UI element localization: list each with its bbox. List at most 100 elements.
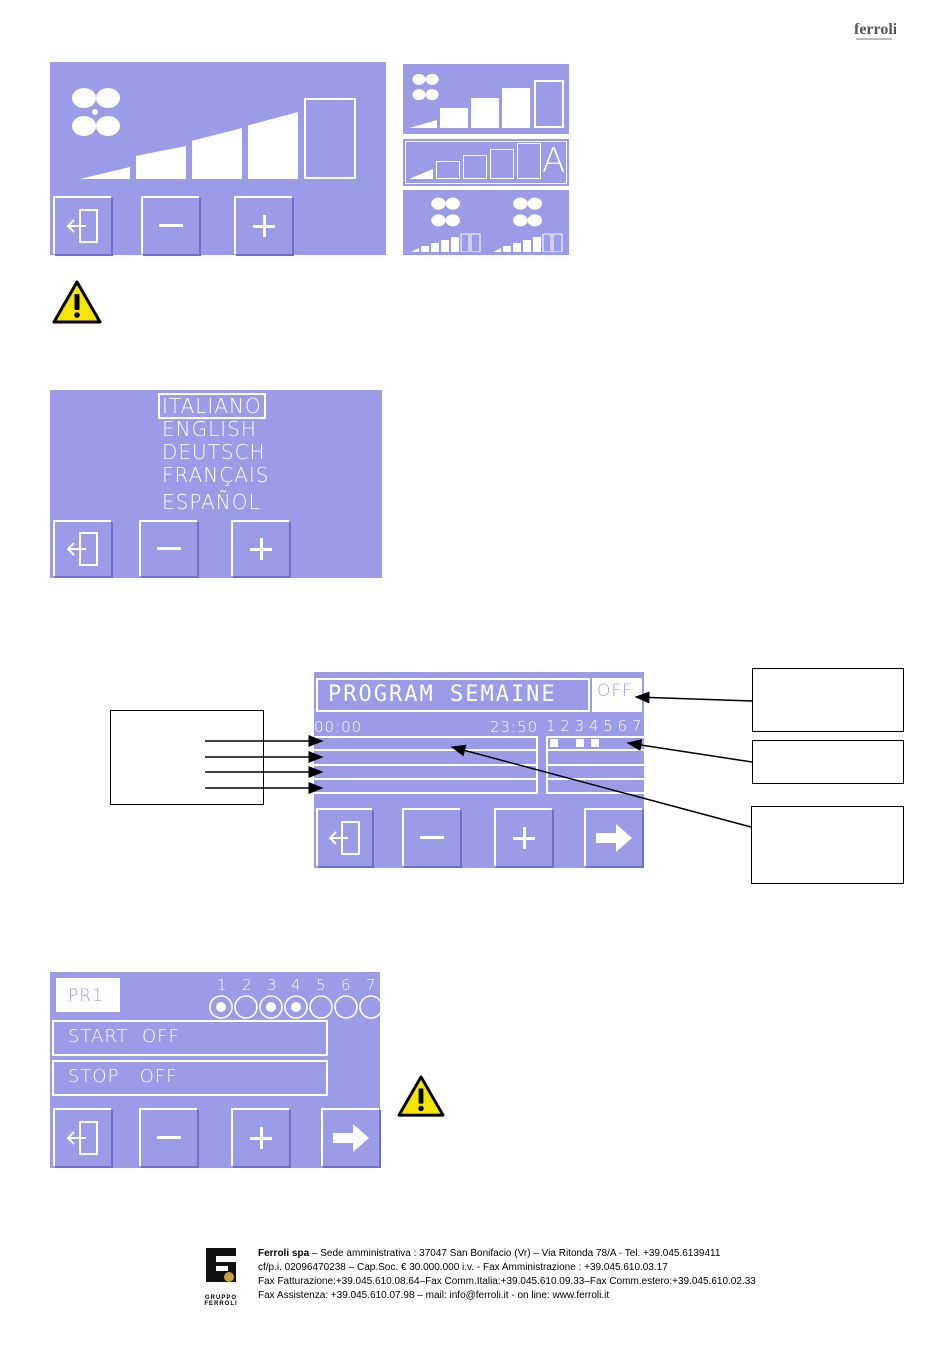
minus-icon (157, 1136, 181, 1139)
minus-button[interactable] (141, 196, 199, 254)
title-frame (316, 678, 590, 712)
minus-button[interactable] (139, 520, 197, 576)
program-status: OFF (597, 681, 633, 701)
language-screen: ITALIANO ENGLISH DEUTSCH FRANÇAIS ESPAÑO… (50, 390, 382, 578)
plus-button[interactable] (231, 520, 289, 576)
day-label-5: 5 (316, 976, 327, 994)
footer-line-2: cf/p.i. 02096470238 – Cap.Soc. € 30.000.… (258, 1262, 668, 1273)
time-start: 00:00 (314, 718, 363, 736)
arrow-right-icon (596, 824, 632, 852)
timeline-row-4 (314, 778, 536, 780)
program-title: PROGRAM SEMAINE (328, 682, 557, 707)
group-label: GRUPPO FERROLI (204, 1295, 238, 1307)
plus-icon (513, 827, 535, 849)
start-label: START OFF (68, 1026, 180, 1047)
plus-button[interactable] (234, 196, 292, 254)
back-button[interactable] (53, 196, 111, 254)
plus-icon (250, 538, 272, 560)
day-label-2: 2 (242, 976, 253, 994)
footer-line-3: Fax Fatturazione:+39.045.610.08.64–Fax C… (258, 1276, 756, 1287)
minus-button[interactable] (402, 808, 460, 866)
speed-level-4 (490, 149, 514, 179)
annotation-arrows (205, 691, 753, 828)
next-button[interactable] (584, 808, 642, 866)
speed-level-1 (409, 169, 433, 179)
day-row-2 (546, 749, 644, 751)
exit-icon (66, 1121, 98, 1155)
warning-icon (397, 1075, 445, 1117)
exit-icon (66, 209, 98, 243)
annotation-box-days (752, 740, 904, 784)
speed-level-3 (471, 98, 499, 128)
fan-speed-screen (50, 62, 386, 255)
weekly-program-screen: PROGRAM SEMAINE OFF 00:00 23:50 1 2 3 4 … (314, 672, 644, 868)
footer-line-4: Fax Assistenza: +39.045.610.07.98 – mail… (258, 1290, 610, 1301)
day-numbers: 1 2 3 4 5 6 7 (546, 717, 642, 735)
svg-text:ferroli: ferroli (854, 21, 896, 38)
speed-level-5 (304, 98, 356, 179)
day-marker-1 (550, 739, 558, 747)
footer-line-1: Ferroli spa – Sede amministrativa : 3704… (258, 1248, 721, 1259)
warning-icon (52, 280, 102, 324)
minus-button[interactable] (139, 1108, 197, 1166)
back-button[interactable] (53, 1108, 111, 1166)
day-label-3: 3 (267, 976, 278, 994)
speed-level-2 (436, 161, 460, 179)
next-button[interactable] (321, 1108, 379, 1166)
day-row-4 (546, 778, 644, 780)
fan-auto-mini-screen: A (403, 139, 569, 186)
gruppo-ferroli-logo: GRUPPO FERROLI (202, 1248, 240, 1307)
speed-level-4 (502, 88, 530, 128)
language-option-francais[interactable]: FRANÇAIS (162, 463, 270, 487)
minus-icon (157, 547, 181, 550)
speed-level-1 (409, 120, 437, 128)
speed-level-2 (440, 108, 468, 128)
fan-dual-mini-screen (403, 190, 569, 255)
ferroli-logo: ferroli (852, 16, 898, 44)
language-option-italiano[interactable]: ITALIANO (158, 393, 266, 419)
language-option-english[interactable]: ENGLISH (162, 417, 257, 441)
time-end: 23:50 (490, 718, 539, 736)
annotation-box-bars (751, 806, 904, 884)
speed-level-5 (534, 80, 564, 128)
timeline-row-2 (314, 749, 536, 751)
fan-icon (412, 73, 439, 101)
day-selector[interactable] (208, 994, 380, 1020)
speed-level-4 (248, 112, 298, 179)
speed-scale-left (411, 233, 481, 252)
day-label-6: 6 (341, 976, 352, 994)
timeline-row-3 (314, 764, 536, 766)
program-id: PR1 (68, 986, 104, 1006)
program-day-screen: PR1 1 2 3 4 5 6 7 START OFF STOP OFF (50, 972, 380, 1168)
plus-icon (253, 215, 275, 237)
plus-button[interactable] (494, 808, 552, 866)
plus-button[interactable] (231, 1108, 289, 1166)
fan-icon (513, 197, 542, 227)
program-id-box (56, 978, 120, 1012)
fan-icon (72, 88, 120, 136)
language-option-espanol[interactable]: ESPAÑOL (162, 490, 261, 514)
start-field[interactable] (52, 1020, 328, 1056)
day-label-7: 7 (366, 976, 377, 994)
exit-icon (66, 532, 98, 566)
day-row-3 (546, 764, 644, 766)
status-box (592, 678, 642, 712)
timeline-grid (314, 736, 538, 794)
language-option-deutsch[interactable]: DEUTSCH (162, 440, 266, 464)
fan-speed-mini-screen (403, 64, 569, 134)
stop-field[interactable] (52, 1060, 328, 1096)
auto-mode-label: A (542, 141, 567, 181)
arrow-right-icon (333, 1124, 369, 1152)
day-marker-4 (591, 739, 599, 747)
back-button[interactable] (53, 520, 111, 576)
exit-icon (328, 821, 360, 855)
day-label-4: 4 (291, 976, 302, 994)
annotation-box-status (752, 668, 904, 732)
day-label-1: 1 (217, 976, 228, 994)
day-marker-3 (576, 739, 584, 747)
minus-icon (420, 836, 444, 839)
back-button[interactable] (316, 808, 372, 866)
stop-label: STOP OFF (68, 1066, 178, 1087)
fan-icon (431, 197, 460, 227)
speed-level-5 (517, 143, 541, 179)
